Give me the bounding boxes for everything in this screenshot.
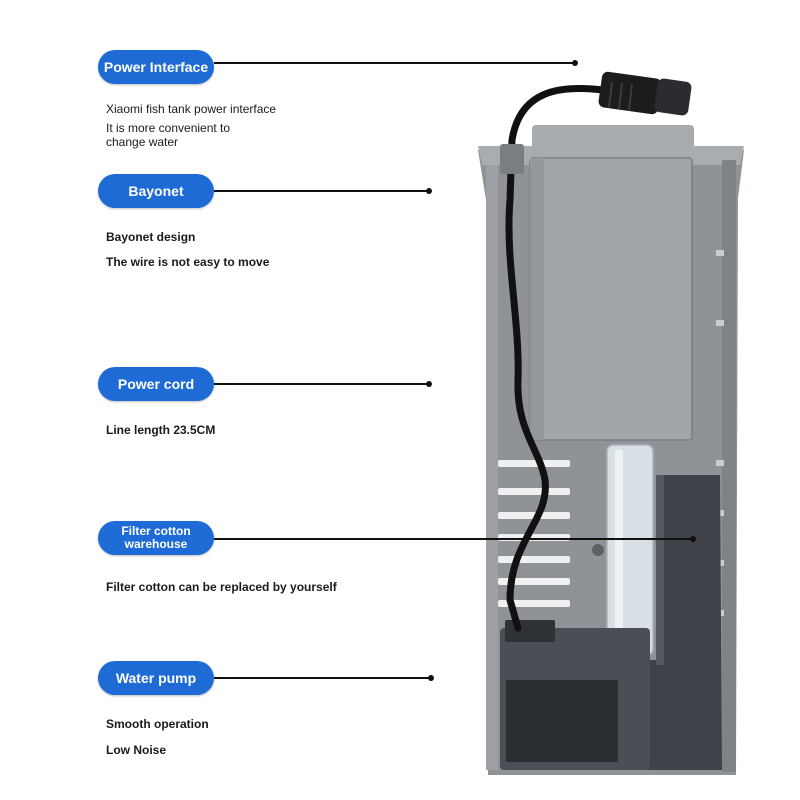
leader-dot-filter-cotton	[690, 536, 696, 542]
power-interface-desc-3: change water	[106, 135, 179, 149]
leader-line-filter-cotton	[214, 538, 692, 540]
water-tube-highlight	[615, 450, 623, 650]
filter-chamber-edge	[656, 475, 664, 665]
power-cord-label: Power cord	[98, 367, 214, 401]
pump-box-seam	[530, 158, 544, 440]
power-connector-icon	[598, 71, 692, 116]
bayonet-label: Bayonet	[98, 174, 214, 208]
water-pump-desc-1: Smooth operation	[106, 717, 209, 731]
leader-line-water-pump	[214, 677, 430, 679]
pump-outlet	[505, 620, 555, 642]
leader-line-bayonet	[214, 190, 428, 192]
filter-cotton-label-line-2: warehouse	[124, 537, 188, 551]
leader-dot-water-pump	[428, 675, 434, 681]
leader-line-power-cord	[214, 383, 428, 385]
pump-sponge	[506, 680, 618, 762]
housing-left-rim	[486, 165, 498, 770]
bayonet-desc-1: Bayonet design	[106, 230, 196, 244]
water-pump-label: Water pump	[98, 661, 214, 695]
pump-top-cap	[532, 125, 694, 165]
power-cord-desc-1: Line length 23.5CM	[106, 423, 216, 437]
cable-bayonet-clip	[500, 144, 524, 174]
filter-cotton-label-line-1: Filter cotton	[121, 524, 191, 538]
pump-box	[529, 157, 693, 441]
water-pump-desc-2: Low Noise	[106, 743, 167, 757]
leader-dot-power-interface	[572, 60, 578, 66]
power-interface-label: Power Interface	[98, 50, 214, 84]
power-interface-desc-1: Xiaomi fish tank power interface	[106, 102, 277, 116]
power-cable	[505, 84, 607, 632]
leader-dot-bayonet	[426, 188, 432, 194]
filter-cotton-warehouse-label: Filter cotton warehouse	[98, 521, 214, 555]
bayonet-desc-2: The wire is not easy to move	[106, 255, 270, 269]
water-tube	[606, 444, 654, 656]
leader-line-power-interface	[214, 62, 574, 64]
housing-right-rim	[722, 160, 736, 772]
leader-dot-power-cord	[426, 381, 432, 387]
filter-cotton-desc-1: Filter cotton can be replaced by yoursel…	[106, 580, 337, 594]
power-interface-desc-2: It is more convenient to	[106, 121, 231, 135]
mount-hole	[592, 544, 604, 556]
